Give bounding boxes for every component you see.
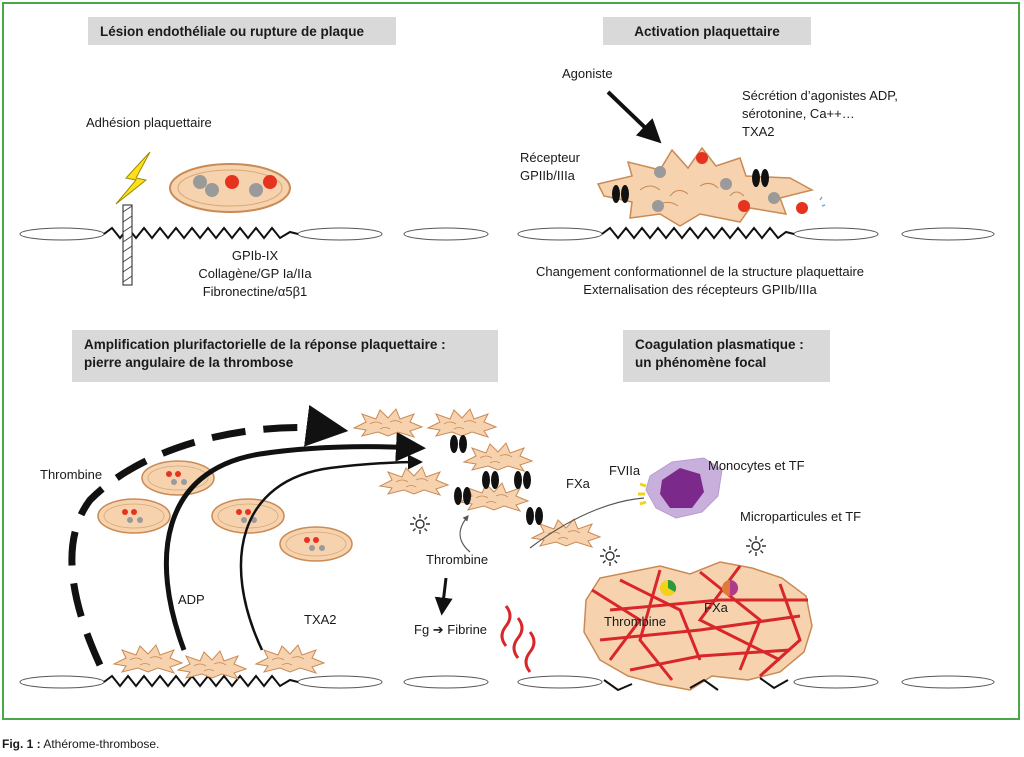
label-secretion-line1: Sécrétion d’agonistes ADP, — [742, 88, 898, 103]
label-secretion-line2: sérotonine, Ca++… — [742, 106, 855, 121]
adherent-platelet — [169, 163, 291, 213]
panel-4-title: Coagulation plasmatique : un phénomène f… — [623, 330, 830, 382]
label-agoniste: Agoniste — [562, 66, 613, 81]
monocyte — [638, 457, 723, 519]
fibrinogen-arrow — [434, 577, 453, 616]
fibrin-clot — [583, 561, 813, 692]
label-changement: Changement conformationnel de la structu… — [535, 264, 865, 279]
fibrin-strands — [500, 605, 536, 673]
resting-platelets-left — [97, 460, 353, 562]
label-collagene: Collagène/GP Ia/IIa — [198, 266, 312, 281]
label-changes-panel-2: Changement conformationnel de la structu… — [490, 264, 910, 298]
activated-platelet — [596, 146, 826, 227]
lightning-bolt-icon — [115, 151, 151, 205]
label-recepteur: Récepteur GPIIb/IIIa — [520, 150, 580, 184]
endothelium-panel-1 — [19, 226, 489, 241]
label-fg-fibrine: Fg ➔ Fibrine — [414, 622, 488, 637]
panel-3-title: Amplification plurifactorielle de la rép… — [72, 330, 498, 382]
endothelium-panel-3 — [19, 674, 489, 689]
panel-3-title-line1: Amplification plurifactorielle de la rép… — [84, 337, 446, 352]
panel-3-title-line2: pierre angulaire de la thrombose — [84, 355, 294, 370]
label-fviia: FVIIa — [609, 463, 641, 478]
label-microparticules: Microparticules et TF — [740, 509, 862, 524]
label-fxa-clot: FXa — [704, 600, 728, 615]
figure-caption: Fig. 1 : Athérome-thrombose. — [2, 737, 159, 751]
thrombin-feedback-arrow — [459, 515, 471, 553]
label-thrombine-mid: Thrombine — [426, 552, 489, 567]
microparticle-star-icon-1 — [599, 545, 621, 567]
label-thrombine-left: Thrombine — [40, 467, 103, 482]
label-thrombine-clot: Thrombine — [604, 614, 667, 629]
label-secretion: Sécrétion d’agonistes ADP, sérotonine, C… — [742, 88, 898, 140]
label-gpib: GPIb-IX — [231, 248, 279, 263]
label-fibronectine: Fibronectine/α5β1 — [202, 284, 308, 299]
figure-frame — [2, 2, 1020, 720]
microparticle-star-icon-2 — [745, 535, 767, 557]
panel-4-title-line2: un phénomène focal — [635, 355, 767, 370]
agonist-arrow — [606, 90, 662, 144]
basal-platelets — [113, 644, 325, 680]
label-adp: ADP — [178, 592, 205, 607]
label-externalisation: Externalisation des récepteurs GPIIb/III… — [583, 282, 817, 297]
caption-prefix: Fig. 1 : — [2, 737, 41, 751]
label-recepteur-line1: Récepteur — [520, 150, 580, 165]
txa2-arrow — [239, 454, 423, 651]
panel-2-title: Activation plaquettaire — [603, 17, 811, 45]
label-monocytes: Monocytes et TF — [708, 458, 805, 473]
label-secretion-line3: TXA2 — [742, 124, 775, 139]
thrombin-dashed-arrow — [68, 405, 349, 667]
adp-arrow — [163, 431, 426, 651]
label-txa2: TXA2 — [304, 612, 337, 627]
label-adhesion: Adhésion plaquettaire — [86, 115, 212, 130]
panel-1-title: Lésion endothéliale ou rupture de plaque — [88, 17, 396, 45]
endothelium-panel-4 — [517, 675, 995, 689]
label-fxa: FXa — [566, 476, 590, 491]
label-receptors-panel-1: GPIb-IX Collagène/GP Ia/IIa Fibronectine… — [170, 248, 340, 300]
panel-4-title-line1: Coagulation plasmatique : — [635, 337, 804, 352]
endothelium-panel-2 — [517, 226, 995, 241]
adhesion-receptor-post — [122, 204, 133, 286]
caption-text: Athérome-thrombose. — [40, 737, 160, 751]
fxa-to-platelet-arrow — [529, 497, 645, 549]
activation-star-icon — [409, 513, 431, 535]
label-recepteur-line2: GPIIb/IIIa — [520, 168, 575, 183]
